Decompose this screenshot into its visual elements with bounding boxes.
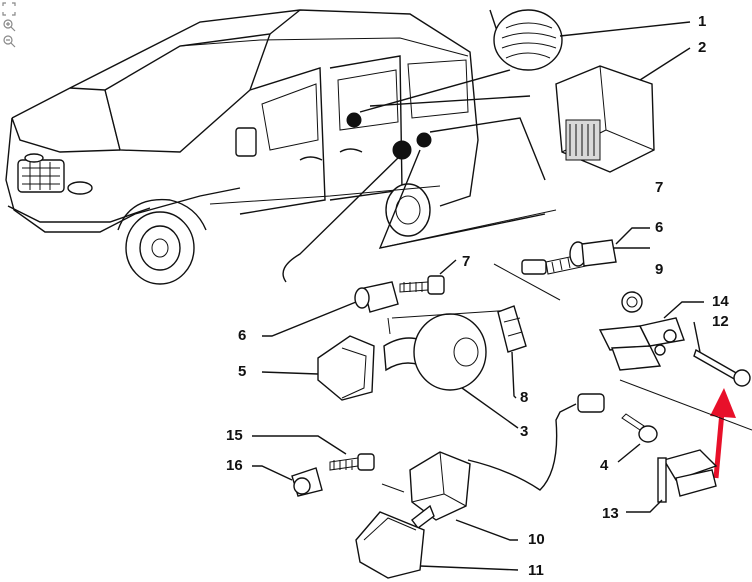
callout-16: 16 (226, 457, 243, 474)
callout-3: 3 (520, 423, 528, 440)
callout-4: 4 (600, 457, 609, 474)
callout-12: 12 (712, 313, 729, 330)
part-2-box-vent (555, 47, 691, 173)
zoom-out-icon[interactable] (2, 34, 16, 48)
part-6-plug-right (569, 227, 650, 267)
divider-line (493, 263, 561, 301)
callout-10: 10 (528, 531, 545, 548)
part-8-clip (497, 305, 527, 399)
callout-7-upper: 7 (655, 179, 663, 196)
part-4-screw (617, 413, 658, 463)
callout-8: 8 (520, 389, 528, 406)
part-16-cap (252, 465, 323, 497)
part-12-pin (693, 321, 751, 387)
highlight-arrow (710, 388, 736, 479)
divider-line (379, 209, 557, 249)
callout-1: 1 (698, 13, 706, 30)
fit-page-icon[interactable] (2, 2, 16, 16)
callout-2: 2 (698, 39, 706, 56)
callout-labels: 1 2 7 6 9 14 12 7 6 5 8 3 4 13 15 16 10 … (226, 13, 729, 579)
part-11-cover (355, 511, 519, 579)
part-10-actuator (409, 393, 605, 541)
part-1-vent-grille (493, 9, 691, 71)
callout-14: 14 (712, 293, 729, 310)
part-9-bushing (621, 291, 643, 313)
callout-6-left: 6 (238, 327, 246, 344)
callout-7-lower: 7 (462, 253, 470, 270)
callout-11: 11 (528, 562, 544, 579)
callout-13: 13 (602, 505, 619, 522)
callout-6-right: 6 (655, 219, 663, 236)
zoom-toolbar (2, 2, 18, 50)
part-15-screw (252, 435, 375, 471)
van-illustration (5, 9, 546, 285)
zoom-in-icon[interactable] (2, 18, 16, 32)
part-7-screw-lower (399, 259, 457, 295)
part-6-plug-left (262, 281, 399, 337)
part-5-handle-base (261, 335, 375, 401)
callout-9: 9 (655, 261, 663, 278)
part-3-fuel-cap (383, 309, 519, 429)
part-13-door-check (619, 379, 752, 513)
divider-line (381, 483, 405, 493)
callout-5: 5 (238, 363, 246, 380)
callout-15: 15 (226, 427, 243, 444)
part-14-hinge (598, 301, 704, 371)
